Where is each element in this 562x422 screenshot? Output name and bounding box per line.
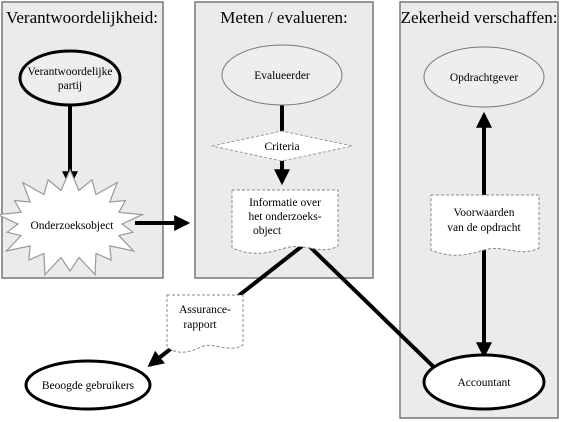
svg-text:het onderzoeks-: het onderzoeks- [248, 211, 321, 223]
svg-text:Assurance-: Assurance- [179, 304, 231, 316]
column-title-verantwoordelijkheid: Verantwoordelijkheid: [6, 8, 158, 27]
svg-text:Criteria: Criteria [264, 141, 299, 153]
svg-text:rapport: rapport [183, 319, 217, 331]
line-accountant-to-informatie [304, 241, 444, 377]
svg-text:Verantwoordelijke: Verantwoordelijke [28, 66, 113, 78]
svg-text:object: object [253, 225, 282, 237]
svg-text:Accountant: Accountant [457, 377, 511, 389]
svg-text:Voorwaarden: Voorwaarden [453, 207, 514, 219]
node-criteria: Criteria [211, 130, 353, 162]
node-informatie: Informatie over het onderzoeks- object [231, 189, 339, 254]
node-voorwaarden: Voorwaarden van de opdracht [430, 194, 540, 256]
svg-text:partij: partij [58, 80, 82, 92]
node-beoogde-gebruikers: Beoogde gebruikers [24, 359, 152, 411]
svg-text:Informatie over: Informatie over [249, 197, 321, 209]
node-onderzoeksobject: Onderzoeksobject [0, 168, 145, 277]
column-title-meten: Meten / evalueren: [220, 8, 347, 27]
node-evalueerder: Evalueerder [221, 44, 343, 106]
svg-text:van de opdracht: van de opdracht [447, 222, 521, 234]
node-assurance-rapport: Assurance- rapport [166, 294, 244, 353]
svg-text:Evalueerder: Evalueerder [254, 70, 310, 82]
node-verantwoordelijke-partij: Verantwoordelijke partij [18, 49, 122, 107]
column-title-zekerheid: Zekerheid verschaffen: [401, 8, 558, 27]
svg-text:Onderzoeksobject: Onderzoeksobject [30, 220, 114, 232]
node-accountant: Accountant [422, 353, 546, 411]
svg-text:Opdrachtgever: Opdrachtgever [450, 72, 518, 84]
svg-text:Beoogde gebruikers: Beoogde gebruikers [42, 380, 135, 392]
node-opdrachtgever: Opdrachtgever [423, 46, 545, 108]
